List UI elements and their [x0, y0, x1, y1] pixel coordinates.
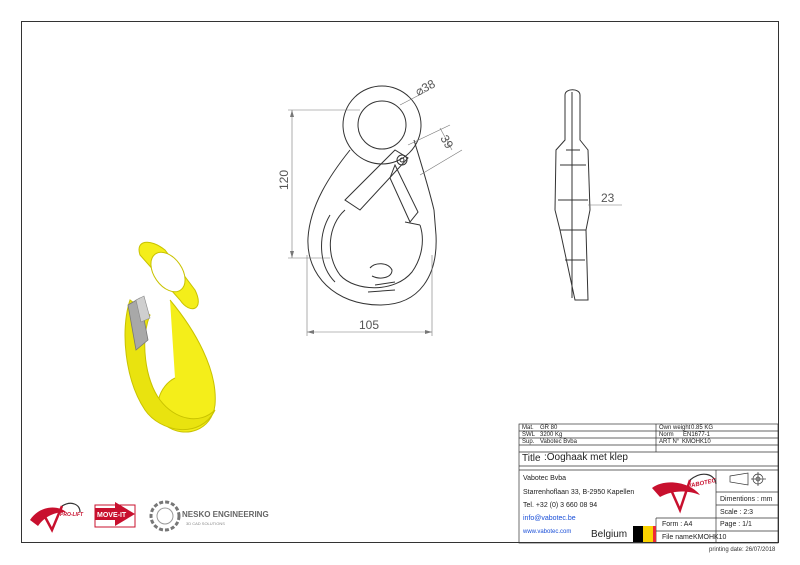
art-label: ART N°: [659, 439, 680, 445]
form-label: Form : A4: [662, 521, 693, 528]
dimensions-unit: Dimentions : mm: [720, 496, 773, 503]
company-phone: Tel. +32 (0) 3 660 08 94: [523, 502, 598, 509]
dim-thickness: 23: [601, 191, 615, 205]
dimension-lines: [288, 91, 622, 336]
file-value: KMOHK10: [693, 534, 727, 541]
norm-label: Norm: [659, 432, 674, 438]
belgian-flag-yellow: [643, 526, 653, 542]
mat-value: GR 80: [540, 425, 558, 431]
weight-value: 0.85 KG: [691, 425, 714, 431]
file-label: File name: [662, 534, 693, 541]
moveit-logo-icon: [94, 502, 136, 528]
swl-label: SWL: [522, 432, 536, 438]
swl-value: 3200 Kg: [540, 432, 563, 438]
title-block-grid: [518, 423, 779, 544]
printing-date: printing date: 26/07/2018: [709, 547, 776, 553]
hook-3d-render: [124, 241, 216, 433]
company-website-link[interactable]: www.vabotec.com: [523, 529, 572, 535]
vabotec-logo-text: VABOTEC: [687, 478, 717, 490]
sup-label: Sup.: [522, 439, 535, 445]
scale: Scale : 2:3: [720, 509, 754, 516]
drawing-sheet-border: [21, 21, 779, 543]
title-value: :Ooghaak met klep: [544, 452, 628, 463]
dimension-arrows: [290, 110, 432, 334]
company-name: Vabotec Bvba: [523, 475, 567, 482]
vabotec-logo-icon: [652, 473, 717, 514]
projection-symbol-icon: [729, 472, 766, 486]
dim-opening: 39: [437, 133, 456, 152]
mat-label: Mat.: [522, 425, 534, 431]
belgian-flag-black: [633, 526, 643, 542]
dim-diameter: ⌀38: [413, 76, 438, 98]
page-number: Page : 1/1: [720, 521, 752, 528]
sup-value: Vabotec Bvba: [540, 439, 577, 445]
company-address: Starrenhoflaan 33, B-2950 Kapellen: [523, 489, 635, 496]
country: Belgium: [591, 529, 628, 540]
dim-width: 105: [359, 318, 379, 332]
prolift-logo-text: PRO-LIFT: [60, 512, 84, 518]
hook-front-view: [307, 85, 437, 306]
title-label: Title: [522, 453, 541, 464]
moveit-logo-text: MOVE-IT: [97, 512, 127, 519]
dim-height: 120: [277, 170, 291, 190]
nesko-name: NESKO ENGINEERING: [182, 510, 269, 519]
belgian-flag-red: [653, 526, 656, 542]
company-email-link[interactable]: info@vabotec.be: [523, 515, 576, 522]
nesko-gear-icon: [149, 500, 181, 532]
art-value: KMOHK10: [682, 439, 711, 445]
weight-label: Own weight: [659, 425, 691, 431]
nesko-subtitle: 3D CAD SOLUTIONS: [186, 521, 225, 526]
prolift-logo-icon: [30, 502, 81, 533]
hook-side-view: [554, 89, 591, 301]
norm-value: EN1677-1: [683, 432, 711, 438]
